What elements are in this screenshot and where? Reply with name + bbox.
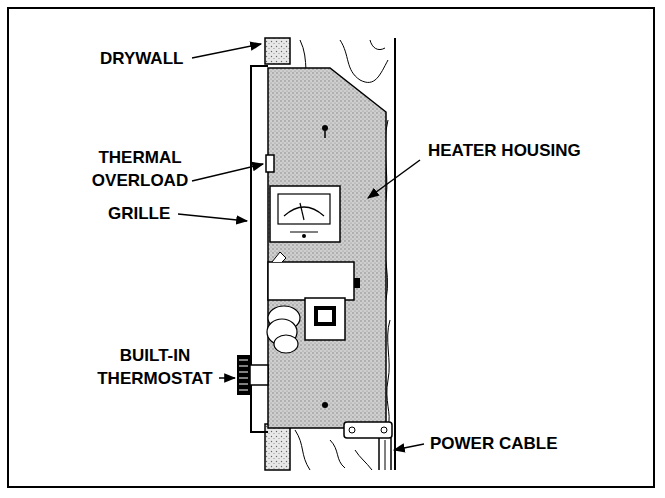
part-label: THERMAL OVERLOAD: [80, 146, 200, 192]
grille: [251, 66, 268, 432]
fan-motor: [267, 306, 300, 353]
part-label: HEATER HOUSING: [428, 139, 581, 162]
wood-stud: [265, 38, 395, 470]
thermal-overload: [266, 155, 274, 172]
power-cable: [344, 422, 392, 470]
leader-lines: [178, 44, 424, 450]
part-label: POWER CABLE: [430, 432, 558, 455]
heater-housing: [268, 68, 386, 428]
part-label: BUILT-IN THERMOSTAT: [80, 344, 230, 390]
thermostat-knob: [237, 355, 268, 395]
gauge-component: [270, 186, 340, 242]
part-label: DRYWALL: [100, 47, 183, 70]
part-label: GRILLE: [108, 202, 170, 225]
